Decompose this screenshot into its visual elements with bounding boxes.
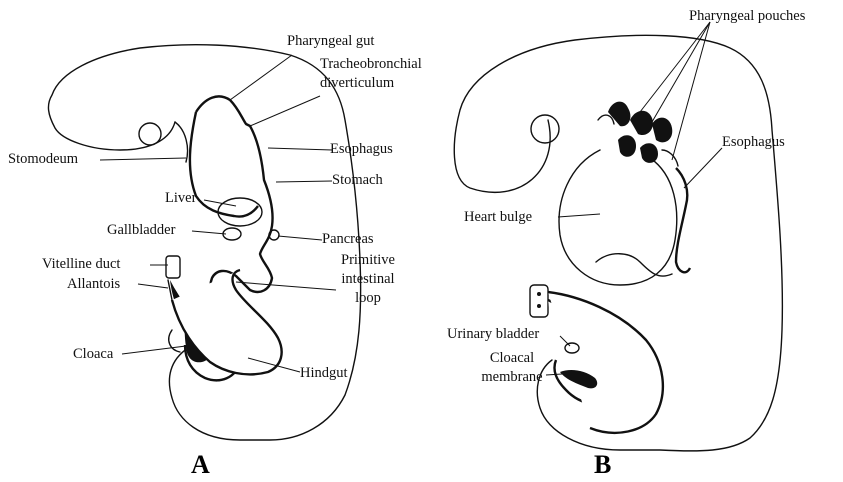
embryo-a-face	[175, 122, 188, 162]
vitelline-duct-b	[530, 285, 548, 317]
label-cloacal-membrane-line1: Cloacal	[472, 350, 552, 366]
label-stomodeum: Stomodeum	[8, 151, 78, 167]
label-hindgut: Hindgut	[300, 365, 348, 381]
label-heart-bulge: Heart bulge	[464, 209, 532, 225]
label-esophagus-b: Esophagus	[722, 134, 785, 150]
leader-pancreas	[278, 236, 322, 240]
leader-allantois	[138, 284, 168, 288]
label-pharyngeal-gut: Pharyngeal gut	[287, 33, 374, 49]
label-urinary-bladder: Urinary bladder	[447, 326, 539, 342]
leader-esophagus-a	[268, 148, 332, 150]
label-tracheobronchial-line1: Tracheobronchial	[320, 56, 422, 72]
label-primitive-loop-line3: loop	[336, 290, 400, 306]
leader-cloaca	[122, 346, 186, 354]
label-gallbladder: Gallbladder	[107, 222, 175, 238]
label-pancreas: Pancreas	[322, 231, 374, 247]
label-liver: Liver	[165, 190, 196, 206]
cloaca-a	[169, 330, 180, 352]
panel-letter-b: B	[594, 450, 611, 480]
label-vitelline-duct: Vitelline duct	[42, 256, 120, 272]
embryo-b-eye	[531, 115, 559, 143]
leader-tracheobronchial	[250, 96, 320, 126]
panel-b-drawing	[454, 22, 782, 451]
label-allantois: Allantois	[67, 276, 120, 292]
label-esophagus-a: Esophagus	[330, 141, 393, 157]
label-stomach: Stomach	[332, 172, 383, 188]
leader-pharyngeal-gut	[230, 55, 292, 100]
heart-bulge	[559, 150, 677, 285]
leader-heart-bulge	[558, 214, 600, 217]
label-cloaca: Cloaca	[73, 346, 113, 362]
leader-stomodeum	[100, 158, 186, 160]
leader-pouches-3	[672, 22, 710, 160]
pharyngeal-pouches-drawing	[598, 102, 678, 166]
panel-letter-a: A	[191, 450, 210, 480]
vitelline-duct-a	[166, 256, 180, 278]
label-tracheobronchial-line2: diverticulum	[320, 75, 394, 91]
label-pharyngeal-pouches: Pharyngeal pouches	[689, 8, 805, 24]
label-primitive-loop-line2: intestinal	[336, 271, 400, 287]
label-primitive-loop-line1: Primitive	[336, 252, 400, 268]
gut-b-stomach	[596, 254, 672, 276]
leader-esophagus-b	[684, 148, 722, 188]
embryo-a-eye	[139, 123, 161, 145]
leader-stomach	[276, 181, 332, 182]
label-cloacal-membrane-line2: membrane	[472, 369, 552, 385]
